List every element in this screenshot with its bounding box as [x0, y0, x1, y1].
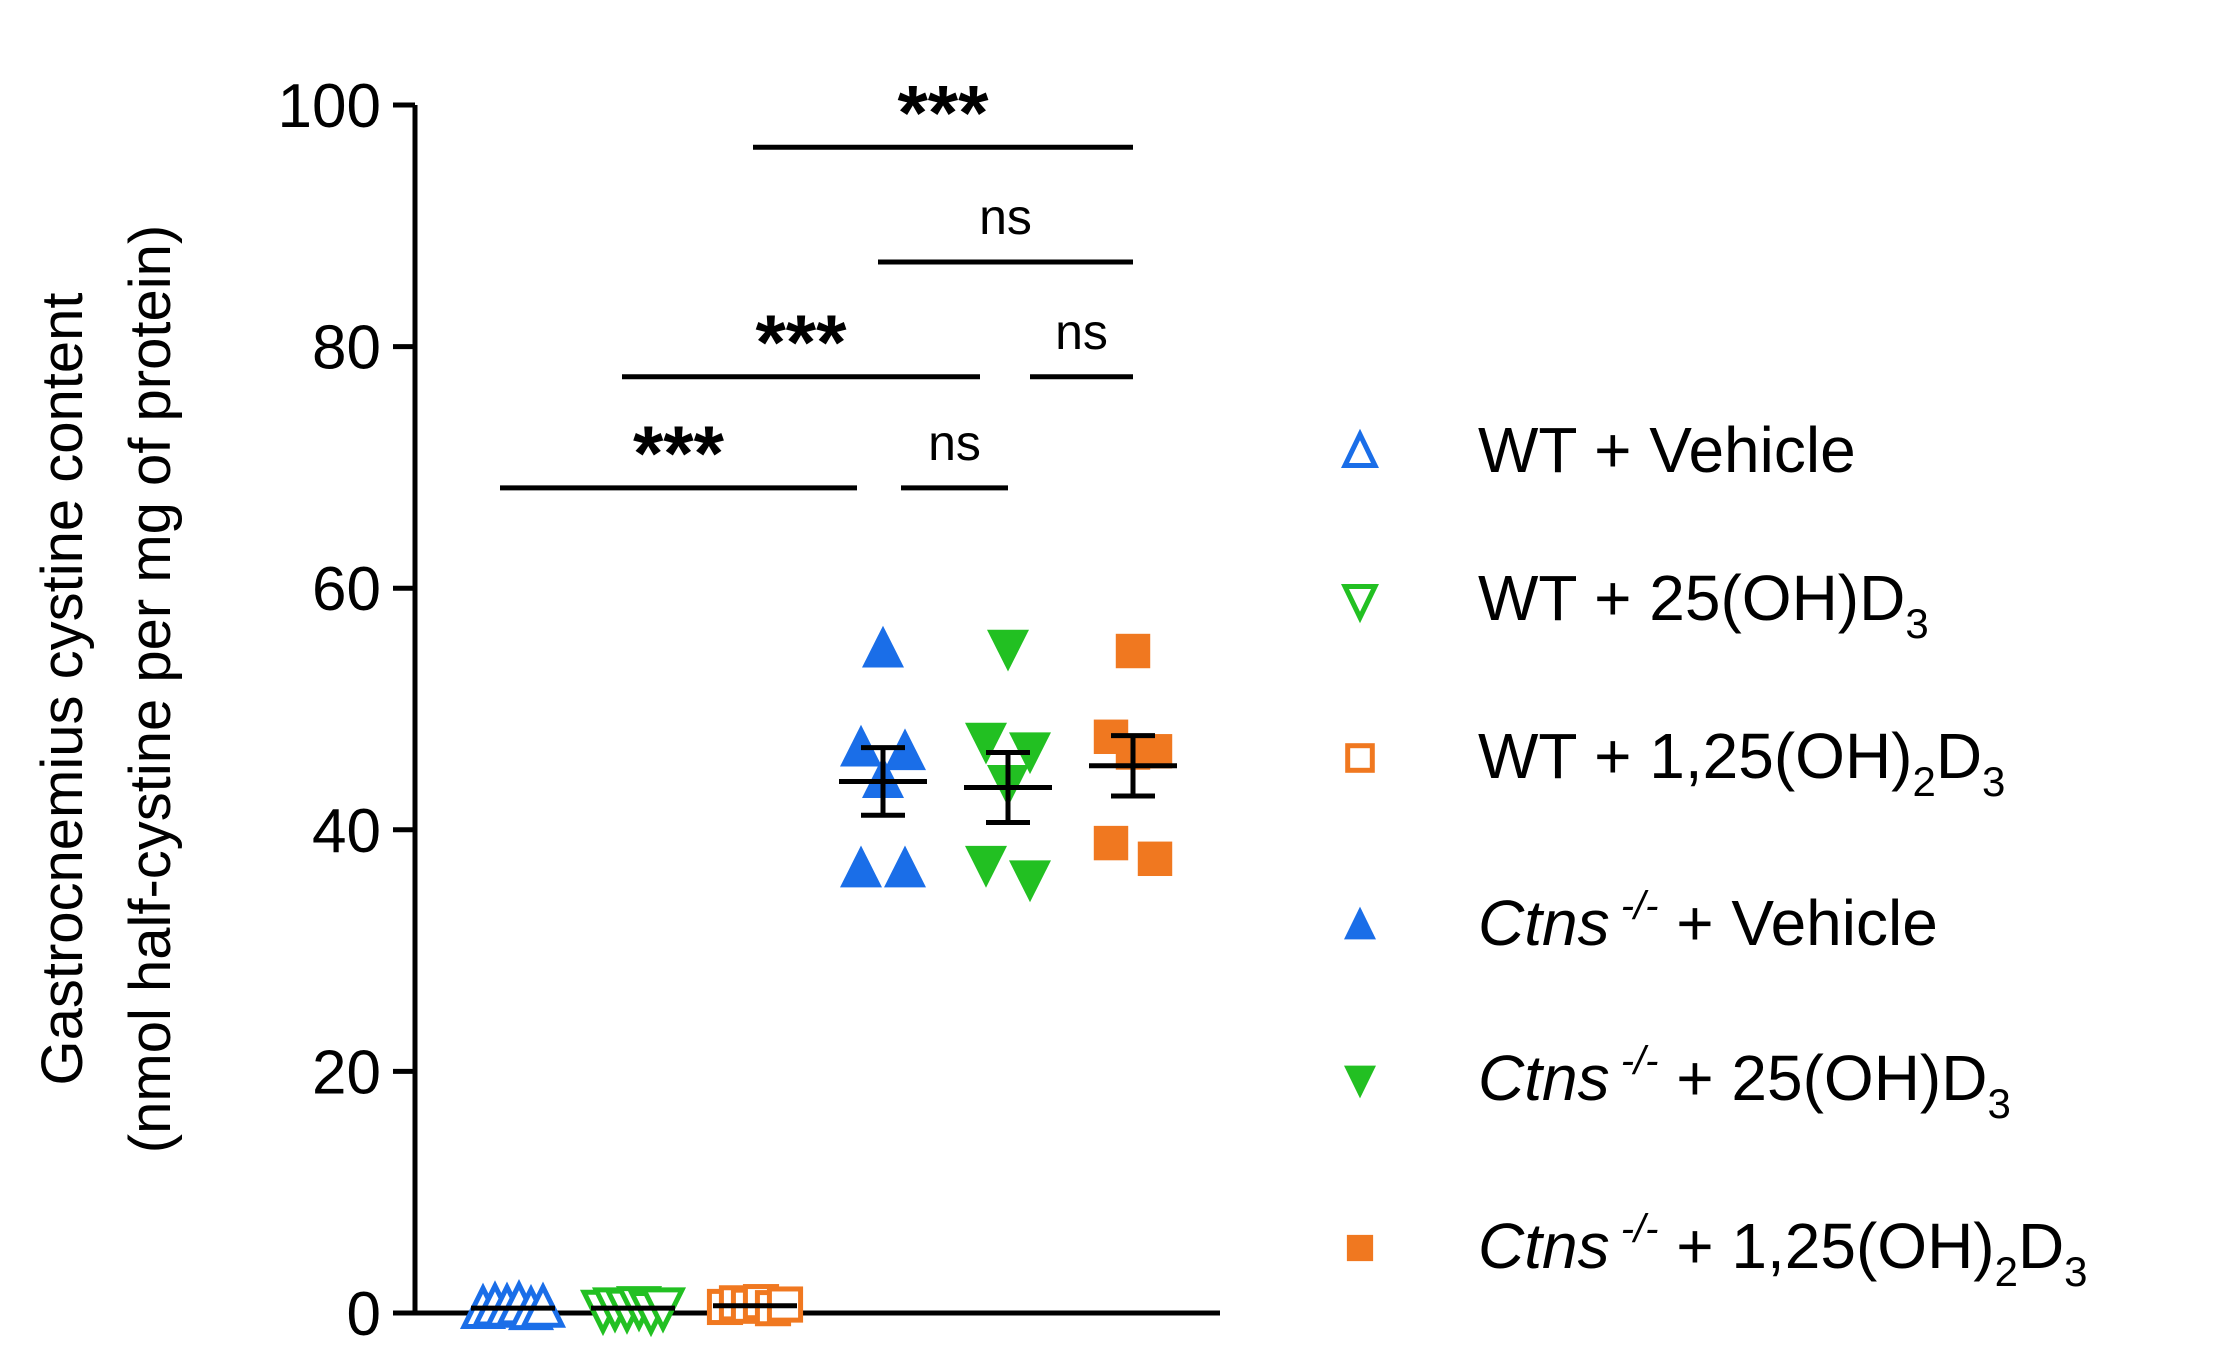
- y-axis-title-line-1: Gastrocnemius cystine content: [30, 292, 95, 1085]
- legend-label-part: +: [1658, 1042, 1731, 1114]
- significance-label: ***: [755, 298, 847, 386]
- significance-label: ns: [979, 189, 1032, 245]
- legend-marker: [1341, 584, 1379, 624]
- significance-label: ***: [897, 68, 989, 156]
- legend-label-part: 25(OH)D: [1731, 1042, 1987, 1114]
- legend-label: WT + Vehicle: [1478, 414, 1856, 486]
- legend-label-part: 3: [1905, 600, 1928, 647]
- mean-sem-bars: [471, 733, 1177, 1311]
- legend-item: WT + Vehicle: [1341, 414, 1856, 486]
- legend-label-part: 2: [1912, 758, 1935, 805]
- y-tick-label: 60: [312, 555, 381, 624]
- data-point: [987, 629, 1029, 672]
- legend-item: Ctns -/- + 25(OH)D3: [1344, 1039, 2011, 1127]
- y-tick-label: 80: [312, 314, 381, 383]
- data-point: [884, 845, 926, 888]
- legend-label: Ctns -/- + Vehicle: [1478, 884, 1938, 959]
- axes: 0 20 40 60 80 100: [278, 72, 1220, 1349]
- legend-label-part: 1,25(OH): [1731, 1210, 1994, 1282]
- legend-marker: [1344, 906, 1376, 940]
- legend-label: WT + 25(OH)D3: [1478, 562, 1929, 647]
- data-points: [459, 625, 1173, 1338]
- legend-label-part: 3: [2064, 1248, 2087, 1295]
- y-tick-label: 40: [312, 797, 381, 866]
- legend-label-part: D: [1936, 720, 1982, 792]
- legend-marker: [1344, 1065, 1376, 1099]
- legend-label-part: D: [2018, 1210, 2064, 1282]
- legend-label-part: Vehicle: [1731, 887, 1937, 959]
- y-tick-label: 20: [312, 1038, 381, 1107]
- legend-label-part: +: [1658, 1210, 1731, 1282]
- legend-label-part: Ctns: [1478, 1210, 1610, 1282]
- legend-label-part: WT +: [1478, 562, 1649, 634]
- legend-item: WT + 1,25(OH)2D3: [1345, 720, 2005, 805]
- y-axis-title-line-2: (nmol half-cystine per mg of protein): [118, 225, 183, 1153]
- significance-annotations: *** ns *** ns *** ns: [500, 68, 1133, 497]
- legend-label-part: WT +: [1478, 720, 1649, 792]
- data-point: [1137, 841, 1173, 877]
- data-point: [1093, 825, 1129, 861]
- legend-marker: [1345, 743, 1375, 773]
- legend-item: WT + 25(OH)D3: [1341, 562, 1929, 647]
- legend-label-part: Vehicle: [1649, 414, 1855, 486]
- data-point: [862, 625, 904, 668]
- legend-label-part: WT +: [1478, 414, 1649, 486]
- legend-item: Ctns -/- + 1,25(OH)2D3: [1346, 1207, 2088, 1295]
- legend-label-part: 3: [1982, 758, 2005, 805]
- legend-label: Ctns -/- + 1,25(OH)2D3: [1478, 1207, 2088, 1295]
- legend-label-part: 1,25(OH): [1649, 720, 1912, 792]
- legend-label-part: 2: [1995, 1248, 2018, 1295]
- data-point: [1009, 860, 1051, 903]
- legend-label-part: +: [1658, 887, 1731, 959]
- legend-label-part: -/-: [1610, 1207, 1659, 1251]
- legend-label: WT + 1,25(OH)2D3: [1478, 720, 2005, 805]
- data-point: [840, 845, 882, 888]
- legend-label-part: 3: [1987, 1080, 2010, 1127]
- legend-item: Ctns -/- + Vehicle: [1344, 884, 1938, 959]
- y-tick-label: 100: [278, 72, 381, 141]
- significance-label: ***: [633, 409, 725, 497]
- significance-label: ns: [1055, 304, 1108, 360]
- legend-label-part: Ctns: [1478, 887, 1610, 959]
- legend-label-part: -/-: [1610, 884, 1659, 928]
- legend-marker: [1341, 428, 1379, 468]
- legend-label-part: Ctns: [1478, 1042, 1610, 1114]
- y-tick-label: 0: [347, 1280, 381, 1349]
- data-point: [965, 845, 1007, 888]
- data-point: [1115, 633, 1151, 669]
- legend-marker: [1346, 1234, 1374, 1262]
- legend-label-part: 25(OH)D: [1649, 562, 1905, 634]
- data-point: [965, 722, 1007, 765]
- legend-label-part: -/-: [1610, 1039, 1659, 1083]
- significance-label: ns: [928, 415, 981, 471]
- y-axis-label: Gastrocnemius cystine content (nmol half-…: [30, 225, 183, 1153]
- legend-label: Ctns -/- + 25(OH)D3: [1478, 1039, 2011, 1127]
